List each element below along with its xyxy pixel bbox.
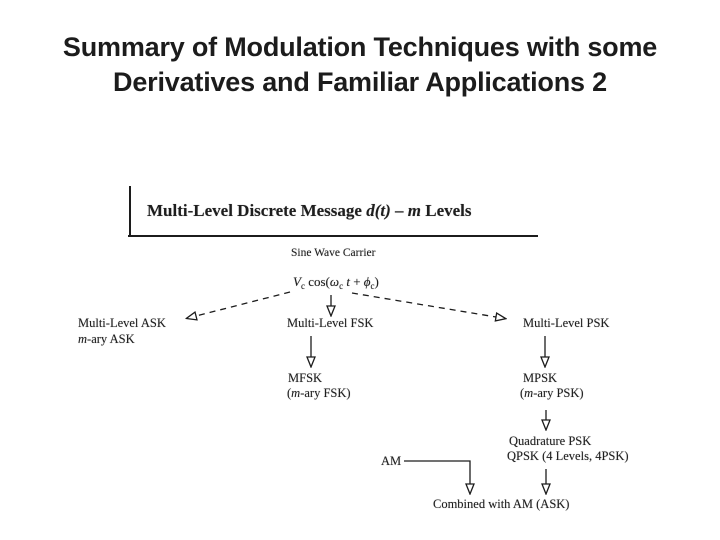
formula-close-paren: ) [374,274,379,289]
mary-ask-label: m-ary ASK [78,332,135,347]
formula-omega-subscript: c [339,281,344,291]
formula-t: t [343,274,350,289]
sine-wave-carrier-label: Sine Wave Carrier [291,247,376,259]
header-separator: – [390,201,408,220]
formula-cos: cos( [304,274,330,289]
header-box-left-rule [129,186,131,237]
multilevel-psk-label: Multi-Level PSK [523,316,610,330]
header-suffix: Levels [420,201,472,220]
qpsk-levels-label: QPSK (4 Levels, 4PSK) [507,449,629,463]
mary-ask-rest: -ary ASK [87,332,135,346]
slide-title: Summary of Modulation Techniques with so… [0,30,720,100]
mpsk-label: MPSK [523,371,558,385]
slide-title-line2: Derivatives and Familiar Applications 2 [113,67,607,97]
formula-V: V [293,274,301,289]
am-label: AM [381,454,402,468]
mfsk-rest: -ary FSK) [300,386,351,400]
formula-phi: ϕ [363,274,371,289]
formula-phi-subscript: c [370,281,375,291]
mfsk-open-paren: ( [287,386,292,400]
multilevel-ask-label: Multi-Level ASK [78,316,166,330]
quadrature-psk-label: Quadrature PSK [509,434,592,448]
formula-V-subscript: c [300,281,305,291]
header-m-variable: m [407,201,421,220]
mpsk-open-paren: ( [520,386,525,400]
header-dt-variable: d(t) [366,201,391,220]
slide-title-line1: Summary of Modulation Techniques with so… [62,32,658,62]
mpsk-mary-label: (m-ary PSK) [520,386,584,401]
header-box-bottom-rule [128,235,538,237]
mfsk-m: m [291,386,301,400]
carrier-formula: Vc cos(ωc t + ϕc) [293,274,379,291]
combined-with-am-label: Combined with AM (ASK) [433,497,570,511]
mpsk-m: m [524,386,534,400]
mfsk-label: MFSK [288,371,323,385]
header-label: Multi-Level Discrete Message d(t) – m Le… [147,201,472,221]
arrow-carrier-to-ask [196,291,291,316]
multilevel-fsk-label: Multi-Level FSK [287,316,374,330]
formula-plus: + [349,274,364,289]
mfsk-mary-label: (m-ary FSK) [287,386,351,401]
mpsk-rest: -ary PSK) [533,386,584,400]
header-prefix: Multi-Level Discrete Message [147,201,367,220]
arrow-am-to-combined [404,460,470,484]
formula-omega: ω [329,274,340,289]
mary-ask-m: m [78,332,88,346]
arrow-carrier-to-psk [351,292,496,317]
